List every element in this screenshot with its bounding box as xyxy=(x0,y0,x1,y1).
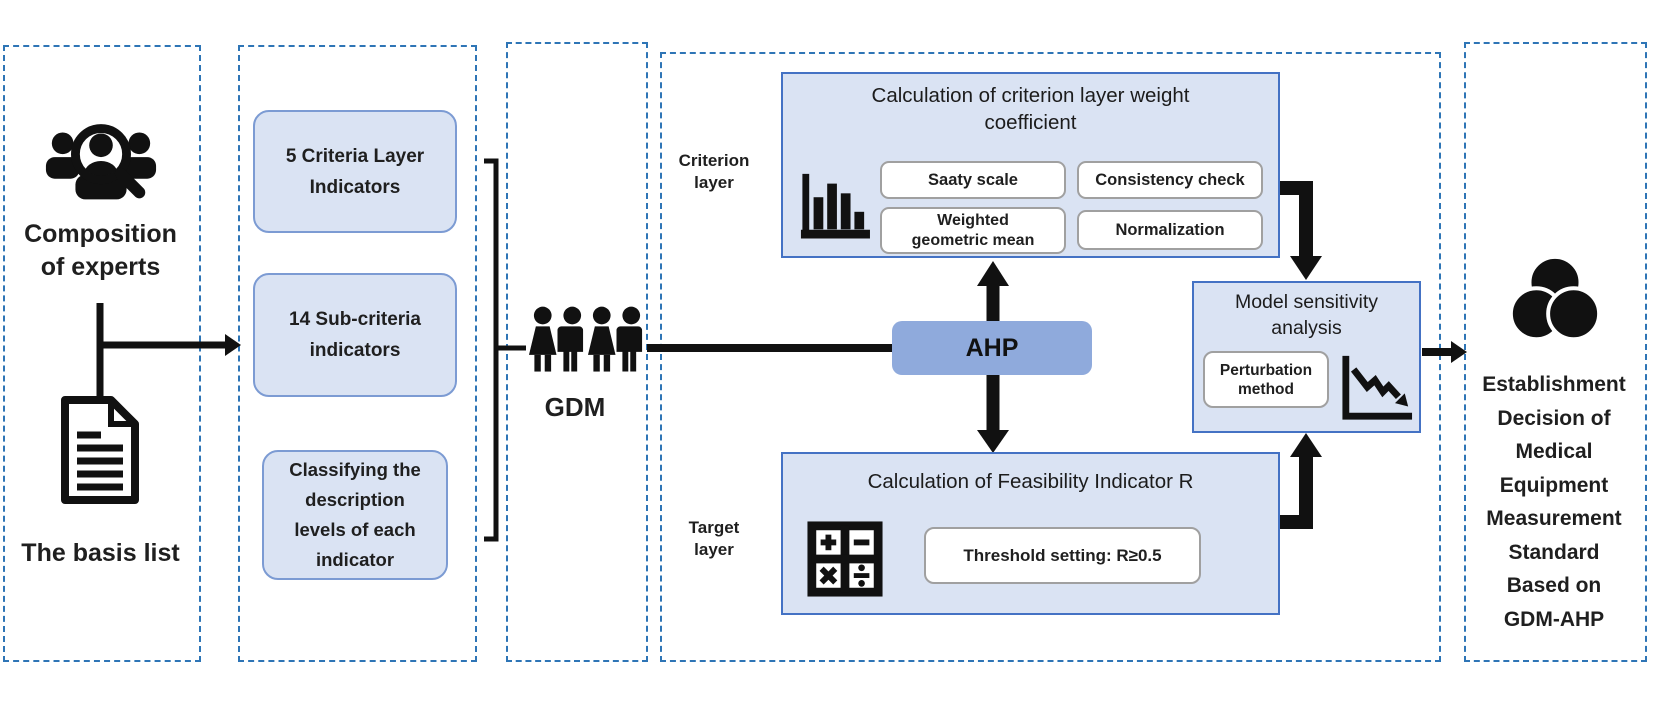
people-group-icon xyxy=(528,303,646,387)
indicators-column xyxy=(238,45,477,662)
criteria-layer-indicators-box: 5 Criteria Layer Indicators xyxy=(253,110,457,233)
ahp-to-target-arrow xyxy=(977,373,1009,453)
document-icon xyxy=(57,394,143,506)
criterion-to-sensitivity-arrow xyxy=(1279,181,1322,280)
weighted-geometric-mean-step: Weighted geometric mean xyxy=(880,207,1066,254)
model-sensitivity-title: Model sensitivity analysis xyxy=(1234,291,1379,339)
ahp-process-column xyxy=(660,52,1441,662)
criterion-layer-label: Criterion layer xyxy=(678,151,750,192)
ahp-box: AHP xyxy=(892,321,1092,375)
inputs-column xyxy=(3,45,201,662)
saaty-scale-step: Saaty scale xyxy=(880,161,1066,199)
sub-criteria-indicators-box: 14 Sub-criteria indicators xyxy=(253,273,457,397)
experts-to-indicators-arrow xyxy=(96,303,241,398)
indicators-bracket xyxy=(484,158,526,542)
criterion-weight-title: Calculation of criterion layer weight co… xyxy=(871,84,1190,134)
feasibility-indicator-title: Calculation of Feasibility Indicator R xyxy=(867,470,1194,493)
declining-chart-icon xyxy=(1338,350,1416,424)
experts-label: Composition of experts xyxy=(24,220,177,281)
gdm-label: GDM xyxy=(544,392,606,422)
ahp-to-criterion-arrow xyxy=(977,261,1009,323)
output-decision-label: Establishment Decision of Medical Equipm… xyxy=(1482,373,1626,631)
threshold-setting-step: Threshold setting: R≥0.5 xyxy=(924,527,1201,584)
calculator-icon xyxy=(806,520,884,598)
bar-chart-icon xyxy=(797,170,871,240)
perturbation-method-step: Perturbation method xyxy=(1203,351,1329,408)
consistency-check-step: Consistency check xyxy=(1077,161,1263,199)
target-layer-label: Target layer xyxy=(688,518,740,559)
normalization-step: Normalization xyxy=(1077,210,1263,250)
basis-list-label: The basis list xyxy=(21,539,180,567)
experts-search-icon xyxy=(42,116,160,206)
venn-diagram-icon xyxy=(1506,254,1604,346)
target-to-sensitivity-arrow xyxy=(1279,433,1322,529)
sensitivity-to-output-arrow xyxy=(1422,341,1467,363)
classifying-levels-box: Classifying the description levels of ea… xyxy=(262,450,448,580)
